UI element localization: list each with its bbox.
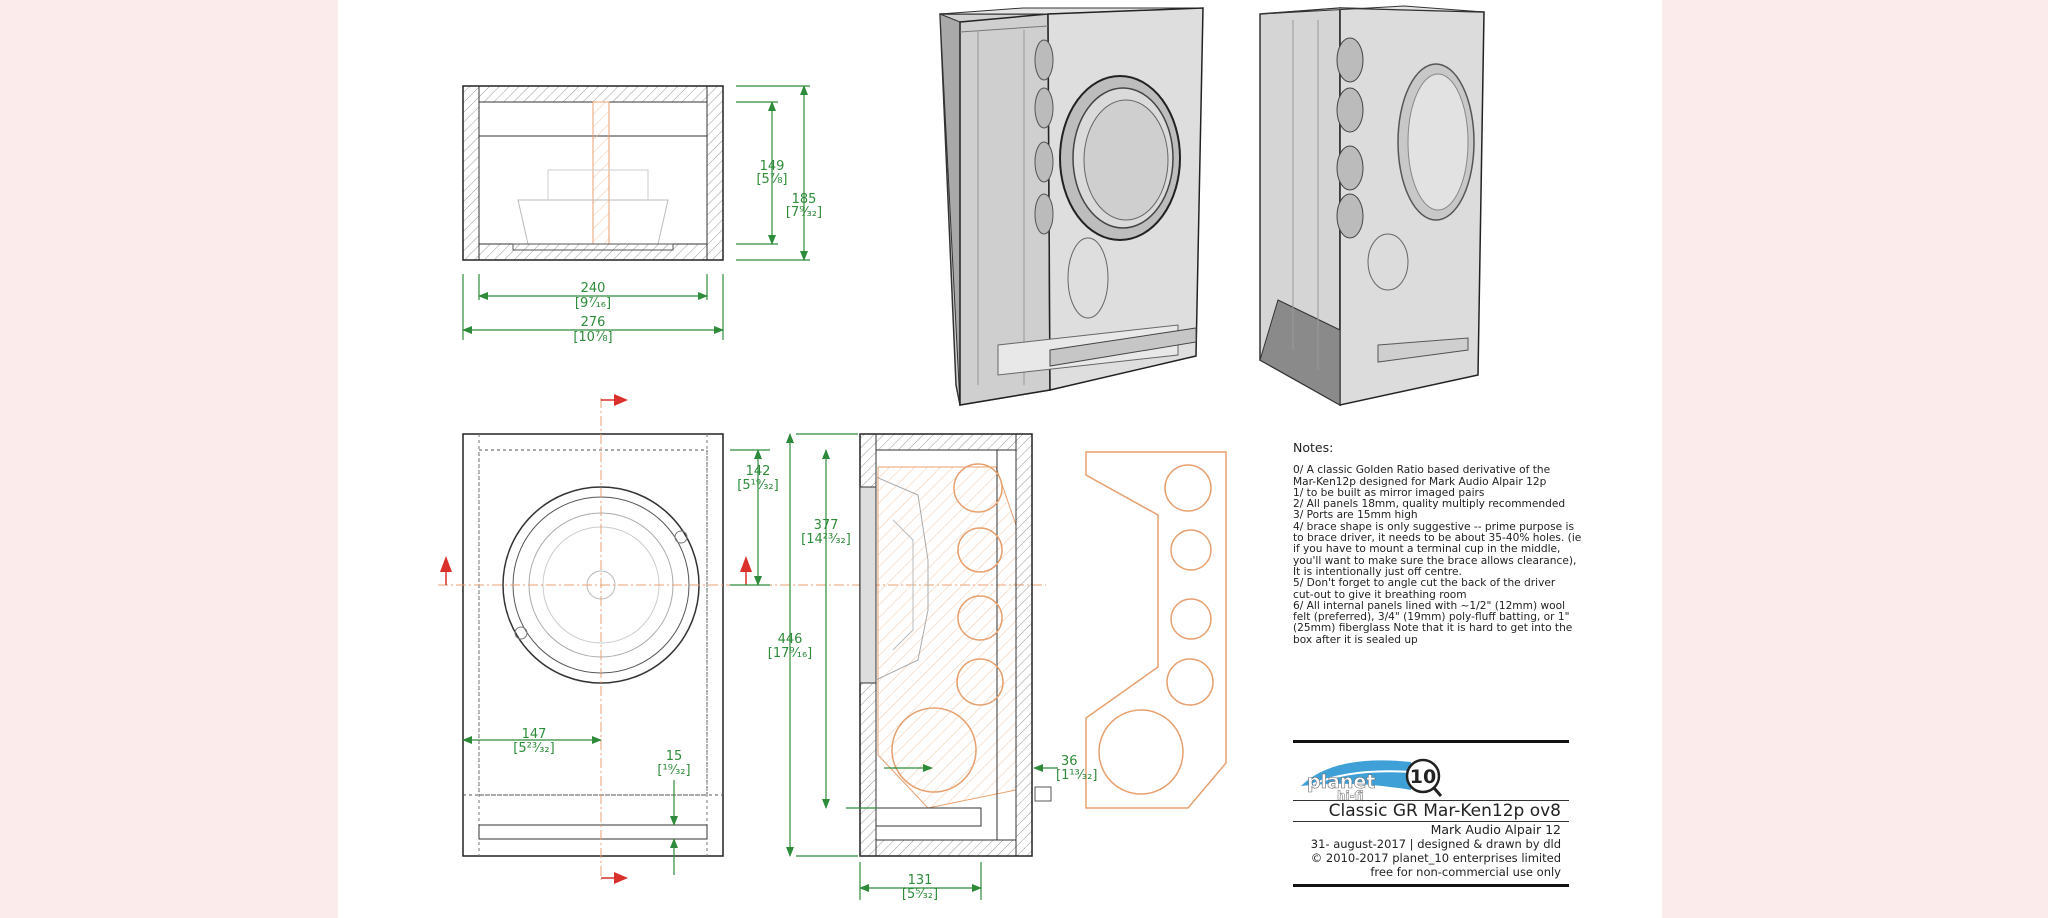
title-rule-bottom	[1293, 884, 1569, 887]
dim-276: 276	[581, 315, 606, 330]
logo-word-planet: planet	[1307, 771, 1375, 793]
isometric-view-rear	[1259, 5, 1485, 407]
dimension-lines	[462, 85, 1058, 900]
note-line: cut-out to give it breathing room	[1293, 588, 1467, 601]
dim-185: 185	[792, 192, 817, 207]
title-rule-thin	[1293, 800, 1569, 801]
dim-131-inch: [5⁵⁄₃₂]	[902, 887, 938, 902]
title-block: planet hi-fi 10 Classic GR Mar-Ken12p ov…	[1293, 738, 1569, 890]
drawing-subtitle: Mark Audio Alpair 12	[1430, 822, 1561, 837]
dim-240: 240	[581, 281, 606, 296]
dim-149: 149	[760, 159, 785, 174]
drawing-copyright: © 2010-2017 planet_10 enterprises limite…	[1310, 851, 1561, 865]
dim-36-inch: [1¹³⁄₃₂]	[1056, 768, 1097, 783]
note-line: to brace driver, it needs to be about 35…	[1293, 532, 1582, 545]
drawing-title: Classic GR Mar-Ken12p ov8	[1328, 801, 1561, 821]
title-rule-top	[1293, 740, 1569, 743]
dim-142-inch: [5¹⁹⁄₃₂]	[737, 478, 778, 493]
dim-377: 377	[814, 518, 839, 533]
side-section-view	[859, 433, 1052, 857]
technical-drawing: 149 [5⅞] 185 [7⁹⁄₃₂] 240 [9⁷⁄₁₆] 276 [10…	[438, 5, 1485, 902]
drawing-sheet: 149 [5⅞] 185 [7⁹⁄₃₂] 240 [9⁷⁄₁₆] 276 [10…	[338, 0, 1662, 918]
brace-panel	[1085, 451, 1227, 809]
dim-446: 446	[778, 632, 803, 647]
dimension-labels: 149 [5⅞] 185 [7⁹⁄₃₂] 240 [9⁷⁄₁₆] 276 [10…	[513, 159, 1097, 902]
note-line: 6/ All internal panels lined with ~1/2" …	[1293, 599, 1566, 612]
title-rule-thin-2	[1293, 821, 1569, 822]
notes-panel: Notes: 0/ A classic Golden Ratio based d…	[1293, 440, 1583, 646]
planet10-logo: planet hi-fi 10	[1301, 758, 1443, 802]
drawing-license: free for non-commercial use only	[1370, 865, 1561, 879]
note-line: 4/ brace shape is only suggestive -- pri…	[1293, 520, 1574, 533]
note-line: 0/ A classic Golden Ratio based derivati…	[1293, 464, 1551, 477]
note-line: box after it is sealed up	[1293, 633, 1418, 646]
isometric-view-front	[939, 7, 1204, 406]
dim-15-inch: [¹⁹⁄₃₂]	[657, 763, 690, 778]
dim-131: 131	[908, 873, 933, 888]
drawing-date: 31- august-2017 | designed & drawn by dl…	[1310, 837, 1561, 851]
dim-15: 15	[666, 749, 683, 764]
top-section-view	[462, 85, 724, 261]
dim-147-inch: [5²³⁄₃₂]	[513, 741, 554, 756]
note-line: 2/ All panels 18mm, quality multiply rec…	[1293, 498, 1566, 511]
note-line: if you have to mount a terminal cup in t…	[1293, 543, 1561, 556]
logo-number: 10	[1410, 766, 1436, 788]
dim-147: 147	[522, 727, 547, 742]
dim-240-inch: [9⁷⁄₁₆]	[575, 296, 611, 311]
notes-heading: Notes:	[1293, 440, 1334, 455]
logo-word-hifi: hi-fi	[1337, 789, 1364, 802]
front-view	[438, 394, 1046, 884]
dim-149-inch: [5⅞]	[756, 172, 787, 187]
dim-377-inch: [14²³⁄₃₂]	[801, 532, 851, 547]
dim-185-inch: [7⁹⁄₃₂]	[786, 205, 822, 220]
note-line: (25mm) fiberglass Note that it is hard t…	[1293, 622, 1573, 635]
dim-446-inch: [17⁹⁄₁₆]	[768, 646, 813, 661]
note-line: felt (preferred), 3/4" (19mm) poly-fluff…	[1293, 611, 1570, 624]
note-line: It is intentionally just off centre.	[1293, 565, 1462, 578]
note-line: 1/ to be built as mirror imaged pairs	[1293, 486, 1485, 499]
note-line: 3/ Ports are 15mm high	[1293, 509, 1418, 522]
note-line: you'll want to make sure the brace allow…	[1293, 554, 1577, 567]
dim-142: 142	[746, 464, 771, 479]
note-line: Mar-Ken12p designed for Mark Audio Alpai…	[1293, 475, 1547, 488]
dim-36: 36	[1061, 754, 1078, 769]
dim-276-inch: [10⅞]	[573, 330, 612, 345]
note-line: 5/ Don't forget to angle cut the back of…	[1293, 577, 1556, 590]
